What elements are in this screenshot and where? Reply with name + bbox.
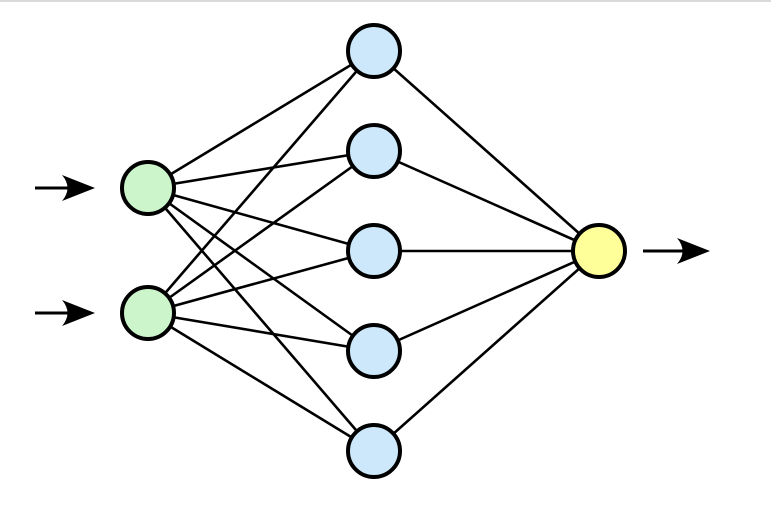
input-arrow-2 — [35, 300, 95, 326]
hidden-node — [346, 423, 402, 479]
edge-line — [147, 186, 375, 253]
edge-line — [147, 249, 375, 315]
top-border-line — [0, 0, 771, 2]
edge-line — [147, 187, 375, 452]
edge-line — [147, 311, 375, 453]
output-node — [571, 223, 627, 279]
hidden-node — [346, 223, 402, 279]
input-node — [120, 285, 176, 341]
edge-line — [373, 250, 600, 452]
edge-line — [147, 311, 375, 353]
edge-line — [147, 149, 375, 315]
edge-line — [147, 50, 375, 314]
edge-line — [147, 186, 375, 353]
edge-line — [147, 149, 375, 190]
edge-line — [373, 249, 600, 353]
hidden-node — [346, 323, 402, 379]
arrow-head-icon — [677, 238, 710, 264]
edge-line — [147, 49, 375, 190]
arrow-head-icon — [62, 175, 95, 201]
output-arrow — [643, 238, 710, 264]
input-arrow-1 — [35, 175, 95, 201]
hidden-node — [346, 123, 402, 179]
input-node — [120, 160, 176, 216]
edge-line — [373, 50, 600, 252]
arrow-head-icon — [62, 300, 95, 326]
hidden-node — [346, 23, 402, 79]
edge-line — [373, 149, 600, 253]
